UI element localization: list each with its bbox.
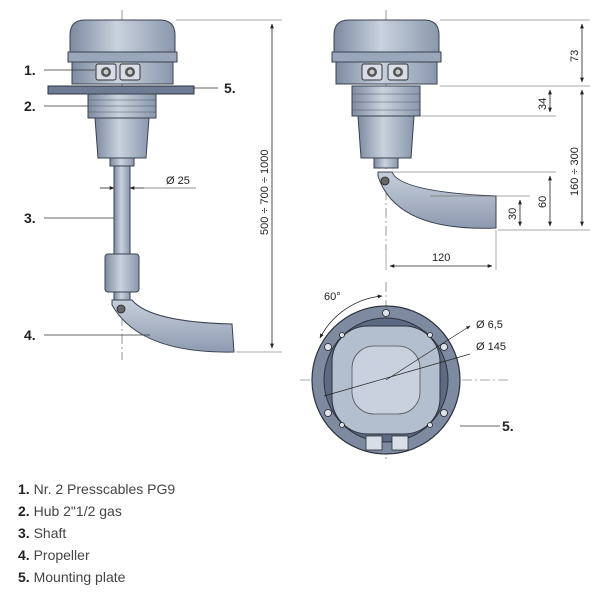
callout-3: 3. bbox=[24, 210, 36, 226]
dim-propeller-30: 30 bbox=[507, 208, 519, 220]
presscable-right bbox=[119, 63, 141, 81]
presscable-left bbox=[95, 63, 117, 81]
legend-item: 5. Mounting plate bbox=[18, 569, 126, 585]
dim-head-height: 73 bbox=[569, 50, 581, 62]
mounting-plate bbox=[47, 85, 195, 95]
dim-propeller-60: 60 bbox=[537, 196, 549, 208]
callout-2: 2. bbox=[24, 98, 36, 114]
hub bbox=[87, 93, 157, 167]
technical-drawing: 1. 2. 3. 4. 5. Ø 25 500 ÷ 700 ÷ 1000 bbox=[24, 10, 590, 462]
mounting-holes bbox=[324, 309, 448, 428]
legend-item: 1. Nr. 2 Presscables PG9 bbox=[18, 481, 176, 497]
dim-bolt-circle: Ø 145 bbox=[476, 341, 506, 353]
right-side-view: 73 34 160 ÷ 300 60 30 120 bbox=[331, 10, 590, 270]
callout-5-top: 5. bbox=[502, 418, 514, 434]
dim-hole-diameter: Ø 6,5 bbox=[476, 319, 503, 331]
legend-item: 2. Hub 2"1/2 gas bbox=[18, 503, 122, 519]
shaft-sleeve bbox=[104, 253, 140, 293]
dim-hub-height: 34 bbox=[537, 98, 549, 110]
dim-propeller-length: 120 bbox=[432, 252, 450, 264]
callout-1: 1. bbox=[24, 62, 36, 78]
dim-total-length: 500 ÷ 700 ÷ 1000 bbox=[259, 150, 271, 235]
propeller-side bbox=[377, 171, 497, 229]
legend: 1. Nr. 2 Presscables PG9 2. Hub 2"1/2 ga… bbox=[18, 478, 418, 588]
head-housing bbox=[67, 19, 178, 85]
top-view: 60° Ø 6,5 Ø 145 5. bbox=[300, 282, 514, 462]
callout-5-left: 5. bbox=[224, 80, 236, 96]
dim-shaft-diameter: Ø 25 bbox=[166, 175, 190, 187]
legend-item: 4. Propeller bbox=[18, 547, 90, 563]
callout-4: 4. bbox=[24, 327, 36, 343]
dim-angle: 60° bbox=[324, 291, 341, 303]
left-side-view: 1. 2. 3. 4. 5. Ø 25 500 ÷ 700 ÷ 1000 bbox=[24, 10, 282, 360]
legend-item: 3. Shaft bbox=[18, 525, 67, 541]
dim-adjustable-height: 160 ÷ 300 bbox=[569, 147, 581, 196]
propeller bbox=[111, 299, 235, 353]
shaft bbox=[113, 165, 131, 255]
